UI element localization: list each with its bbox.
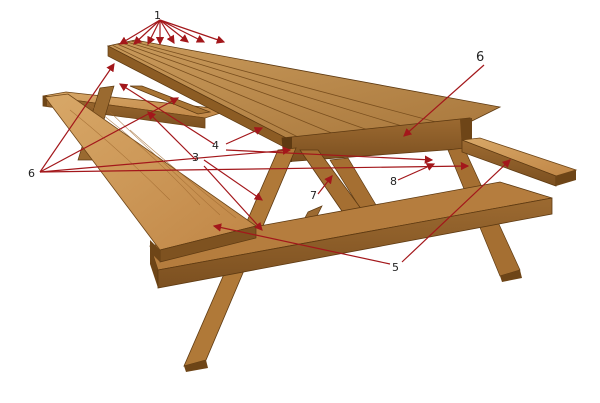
callout-4: 4 (212, 139, 219, 152)
callout-6-left: 6 (28, 167, 35, 180)
front-seat-right (461, 137, 578, 187)
leader-lines (39, 19, 511, 265)
seat-support-rail (149, 181, 553, 289)
callout-3: 3 (192, 151, 199, 164)
callout-5: 5 (392, 261, 399, 274)
callout-8: 8 (390, 175, 397, 188)
callout-6-top: 6 (476, 50, 485, 65)
callout-1: 1 (154, 9, 161, 22)
callout-7: 7 (310, 189, 317, 202)
